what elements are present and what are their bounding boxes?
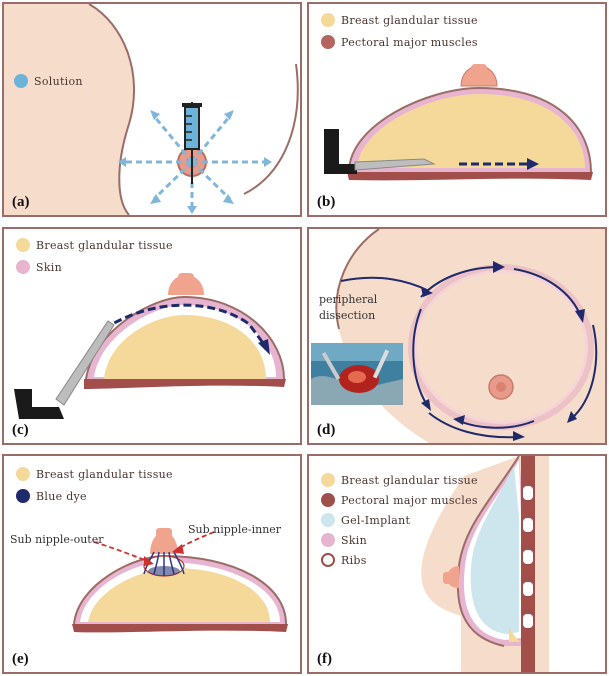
legend-b-muscle: Pectoral major muscles	[321, 35, 478, 49]
panel-d-label: (d)	[317, 422, 336, 438]
legend-swatch	[16, 467, 30, 481]
panel-e-label: (e)	[12, 651, 29, 667]
panel-b-illustration	[324, 64, 593, 181]
panel-b-label: (b)	[317, 194, 336, 210]
panel-a-illustration	[4, 4, 300, 215]
legend-solution-label: Solution	[34, 74, 83, 88]
panel-d-illustration	[309, 229, 598, 443]
legend-swatch	[321, 35, 335, 49]
panel-d: peripheral dissection (d)	[307, 227, 607, 445]
legend-label: Ribs	[341, 553, 367, 567]
peripheral-dissection-label-1: peripheral	[319, 293, 378, 306]
callout-sub-nipple-inner: Sub nipple-inner	[188, 523, 282, 536]
nipple-icon	[443, 566, 459, 588]
legend-c-gland: Breast glandular tissue	[16, 238, 173, 252]
legend-label: Breast glandular tissue	[341, 13, 478, 27]
legend-swatch	[14, 74, 28, 88]
legend-c-skin: Skin	[16, 260, 62, 274]
muscle-rib-wall	[521, 456, 535, 672]
legend-label: Skin	[36, 260, 63, 274]
legend-b-gland: Breast glandular tissue	[321, 13, 478, 27]
panel-a-label: (a)	[12, 194, 30, 210]
dissector-icon	[14, 320, 115, 419]
legend-swatch	[321, 493, 335, 507]
panel-e-illustration	[72, 528, 288, 633]
legend-swatch	[16, 489, 30, 503]
dissector-icon	[324, 129, 436, 174]
legend-e-dye: Blue dye	[16, 489, 87, 503]
syringe-icon	[182, 102, 202, 184]
peripheral-dissection-label-2: dissection	[319, 309, 376, 322]
legend-label: Breast glandular tissue	[341, 473, 478, 487]
legend-f-ribs: Ribs	[321, 553, 367, 567]
panel-f-label: (f)	[317, 651, 332, 667]
callout-sub-nipple-outer: Sub nipple-outer	[10, 533, 104, 546]
legend-swatch	[321, 513, 335, 527]
panel-b: Breast glandular tissue Pectoral major m…	[307, 2, 607, 217]
nipple-icon	[150, 528, 178, 554]
legend-f-skin: Skin	[321, 533, 367, 547]
panel-e: Breast glandular tissue Blue dye Sub nip…	[2, 454, 302, 674]
legend-f-implant: Gel-Implant	[321, 513, 410, 527]
legend-swatch	[321, 473, 335, 487]
legend-label: Skin	[341, 533, 368, 547]
legend-label: Breast glandular tissue	[36, 238, 173, 252]
legend-label: Pectoral major muscles	[341, 35, 478, 49]
panel-c-illustration	[14, 273, 286, 419]
legend-f-muscle: Pectoral major muscles	[321, 493, 478, 507]
panel-a: Solution (a)	[2, 2, 302, 217]
legend-f-gland: Breast glandular tissue	[321, 473, 478, 487]
legend-label: Blue dye	[36, 489, 87, 503]
legend-label: Pectoral major muscles	[341, 493, 478, 507]
legend-label: Gel-Implant	[341, 513, 411, 527]
panel-f: Breast glandular tissue Pectoral major m…	[307, 454, 607, 674]
legend-swatch	[321, 13, 335, 27]
legend-solution: Solution	[14, 74, 83, 88]
injection-spread-arrows	[124, 115, 266, 209]
surgery-photo	[311, 343, 403, 405]
legend-e-gland: Breast glandular tissue	[16, 467, 173, 481]
panel-f-illustration	[421, 456, 549, 672]
legend-swatch	[321, 553, 335, 567]
legend-swatch	[16, 238, 30, 252]
panel-c-label: (c)	[12, 422, 29, 438]
panel-c: Breast glandular tissue Skin (c)	[2, 227, 302, 445]
legend-swatch	[321, 533, 335, 547]
legend-swatch	[16, 260, 30, 274]
legend-label: Breast glandular tissue	[36, 467, 173, 481]
